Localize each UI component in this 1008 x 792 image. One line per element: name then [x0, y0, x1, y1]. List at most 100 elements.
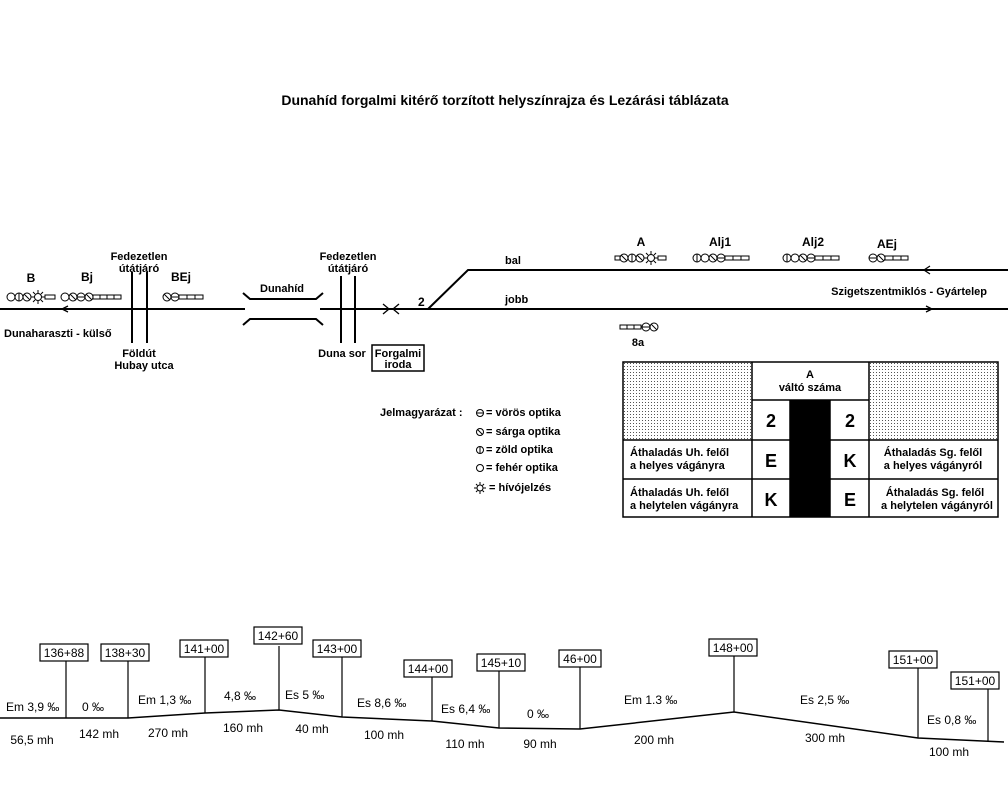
office-box [371, 344, 425, 372]
chainage-box [179, 639, 229, 658]
call-signal-icon [474, 482, 486, 494]
length-label: 200 mh [634, 733, 674, 747]
white-optic-icon [476, 464, 484, 472]
signal-label-BEj: BEj [171, 270, 191, 284]
gradient-label: Em 3,9 ‰ [6, 700, 59, 714]
gradient-label: Es 6,4 ‰ [441, 702, 490, 716]
length-label: 40 mh [295, 722, 328, 736]
chainage-label: 151+00 [893, 653, 934, 667]
legend-item-text: = sárga optika [486, 426, 561, 438]
legend-heading: Jelmagyarázat : [380, 407, 463, 419]
chainage-box [39, 643, 89, 662]
direction-right-label: Szigetszentmiklós - Gyártelep [831, 286, 987, 298]
chainage-label: 145+10 [481, 656, 522, 670]
chainage-label: 142+60 [258, 629, 299, 643]
signal-label-8a: 8a [632, 337, 645, 349]
road-right-label: Duna sor [318, 348, 366, 360]
length-label: 100 mh [364, 728, 404, 742]
arrow-right-icon [925, 305, 934, 313]
signal-BEj [162, 292, 204, 302]
branch-track-bal [427, 269, 1008, 310]
gradient-label: 4,8 ‰ [224, 689, 256, 703]
signal-AEj [868, 253, 909, 263]
office-label: iroda [385, 359, 413, 371]
gradient-label: Es 5 ‰ [285, 688, 324, 702]
signal-8a [619, 322, 659, 332]
bridge-label: Dunahíd [260, 283, 304, 295]
call-signal-icon [644, 251, 658, 265]
crossing-left-label: Fedezetlen [111, 251, 168, 263]
table-cell-value: K [844, 451, 857, 471]
gradient-label: 0 ‰ [82, 700, 104, 714]
legend-item-text: = zöld optika [486, 444, 554, 456]
table-row-right-label: Áthaladás Sg. felől [886, 486, 984, 499]
white-optic-icon [700, 253, 710, 263]
track-layout [0, 269, 1008, 310]
gradient-label: Es 2,5 ‰ [800, 693, 849, 707]
road-left-label: Hubay utca [114, 360, 174, 372]
table-header-caption: váltó száma [779, 382, 842, 394]
lock-table: A váltó száma 2 2 Áthaladás Uh. felől a … [622, 361, 999, 518]
signal-label-Bj: Bj [81, 270, 93, 284]
road-left-label: Földút [122, 348, 156, 360]
length-label: 110 mh [445, 737, 484, 751]
signal-label-B: B [27, 271, 36, 285]
chainage-label: 136+88 [44, 646, 85, 660]
signal-label-A: A [637, 235, 646, 249]
white-optic-icon [6, 292, 16, 302]
signal-B [6, 290, 56, 304]
call-signal-icon [31, 290, 45, 304]
length-label: 90 mh [523, 737, 556, 751]
chainage-box [253, 626, 303, 645]
signal-Alj1 [692, 253, 750, 263]
legend-item-text: = hívójelzés [489, 482, 551, 494]
crossing-right-label: útátjáró [328, 263, 369, 275]
table-cell-value: E [844, 490, 856, 510]
white-optic-icon [790, 253, 800, 263]
chainage-box [950, 671, 1000, 690]
chainage-label: 151+00 [955, 674, 996, 688]
white-optic-icon [60, 292, 70, 302]
chainage-box [403, 659, 453, 678]
length-label: 142 mh [79, 727, 119, 741]
table-row-right-label: a helytelen vágányról [881, 500, 993, 512]
chainage-box [708, 638, 758, 657]
table-cell-value: K [765, 490, 778, 510]
length-label: 100 mh [929, 745, 969, 759]
chainage-label: 46+00 [563, 652, 597, 666]
table-switch-number: 2 [766, 411, 776, 431]
chainage-box [888, 650, 938, 669]
track-label-jobb: jobb [504, 294, 528, 306]
track-label-bal: bal [505, 255, 521, 267]
gradient-label: Es 8,6 ‰ [357, 696, 406, 710]
gradient-label: Es 0,8 ‰ [927, 713, 976, 727]
signal-label-AEj: AEj [877, 237, 897, 251]
crossing-right-label: Fedezetlen [320, 251, 377, 263]
chainage-label: 144+00 [408, 662, 449, 676]
gradient-label: 0 ‰ [527, 707, 549, 721]
signal-Alj2 [782, 253, 840, 263]
table-row-left-label: Áthaladás Uh. felől [630, 486, 729, 499]
table-row-right-label: a helyes vágányról [884, 460, 982, 472]
bridge-symbol [242, 292, 324, 326]
direction-left-label: Dunaharaszti - külső [4, 328, 112, 340]
signal-A [614, 251, 667, 265]
length-label: 160 mh [223, 721, 263, 735]
signal-Bj [60, 292, 122, 302]
arrow-left-icon [922, 265, 931, 275]
chainage-box [100, 643, 150, 662]
table-switch-number: 2 [845, 411, 855, 431]
diagram-title: Dunahíd forgalmi kitérő torzított helysz… [281, 92, 729, 108]
chainage-box [558, 649, 602, 668]
length-label: 300 mh [805, 731, 845, 745]
legend: Jelmagyarázat : = vörös optika = sárga o… [380, 407, 562, 494]
gradient-label: Em 1.3 ‰ [624, 693, 677, 707]
chainage-label: 148+00 [713, 641, 754, 655]
chainage-box [312, 639, 362, 658]
chainage-box [476, 653, 526, 672]
table-cell-value: E [765, 451, 777, 471]
table-row-left-label: a helytelen vágányra [630, 500, 739, 512]
chainage-label: 141+00 [184, 642, 225, 656]
signal-label-Alj1: Alj1 [709, 235, 731, 249]
signal-label-Alj2: Alj2 [802, 235, 824, 249]
